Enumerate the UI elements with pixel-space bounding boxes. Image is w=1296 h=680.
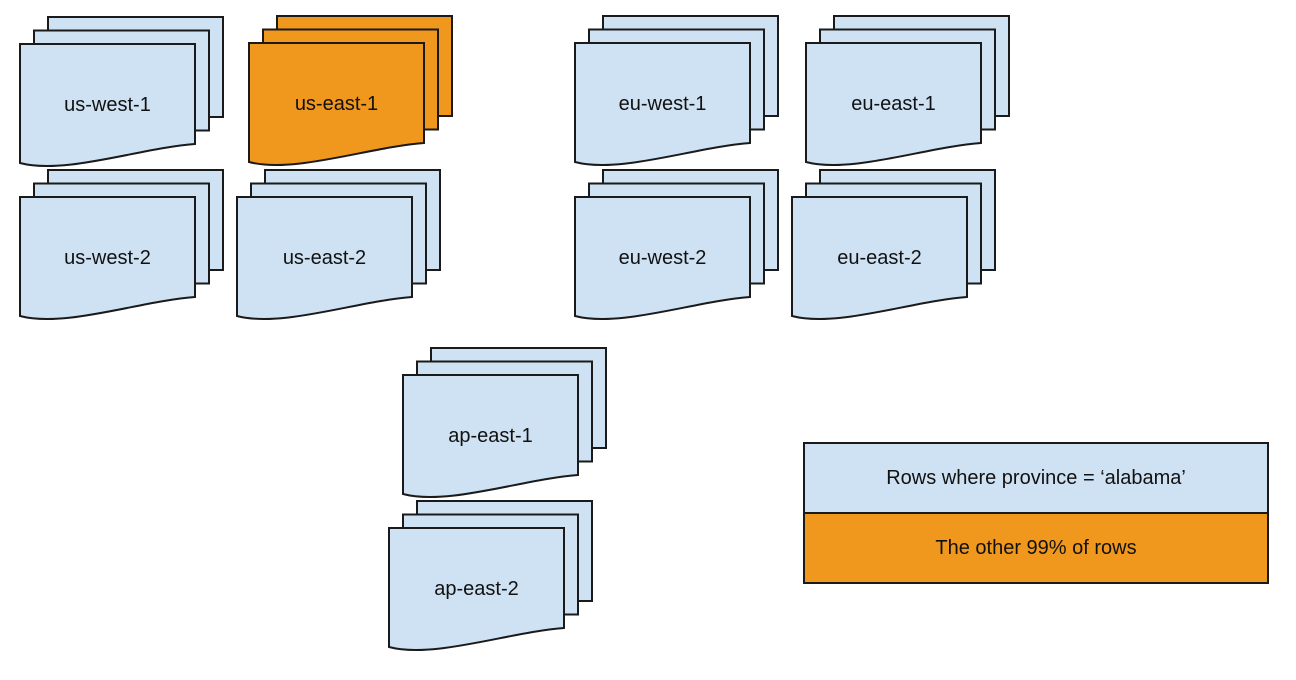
stack-front-document [805,42,982,166]
stack-front-document [388,527,565,651]
region-stack-eu-west-1: eu-west-1 [573,15,781,169]
document-stack-graphic: eu-east-2 [791,169,996,320]
document-stack-graphic: ap-east-1 [402,347,607,498]
region-label: us-east-1 [295,93,378,115]
stack-front-document [791,196,968,320]
region-label: us-east-2 [283,247,366,269]
region-stack-us-west-1: us-west-1 [18,16,226,170]
legend-item-other-rows: The other 99% of rows [805,512,1267,582]
region-stack-us-east-2: us-east-2 [235,169,443,323]
legend-item-label: Rows where province = ‘alabama’ [886,466,1186,489]
document-stack-graphic: us-west-1 [19,16,224,167]
legend-item-alabama-rows: Rows where province = ‘alabama’ [805,444,1267,512]
legend-item-label: The other 99% of rows [935,536,1137,559]
region-label: us-west-1 [64,94,151,116]
region-stack-us-east-1: us-east-1 [247,15,455,169]
stack-front-document [248,42,425,166]
region-stack-ap-east-1: ap-east-1 [401,347,609,501]
legend: Rows where province = ‘alabama’ The othe… [803,442,1269,584]
document-stack-graphic: ap-east-2 [388,500,593,651]
region-stack-eu-east-2: eu-east-2 [790,169,998,323]
region-label: ap-east-2 [434,578,519,600]
document-stack-graphic: eu-east-1 [805,15,1010,166]
stack-front-document [574,42,751,166]
region-stack-eu-east-1: eu-east-1 [804,15,1012,169]
document-stack-graphic: eu-west-2 [574,169,779,320]
document-stack-graphic: us-east-2 [236,169,441,320]
region-stack-eu-west-2: eu-west-2 [573,169,781,323]
region-label: eu-east-1 [851,93,936,115]
region-stack-us-west-2: us-west-2 [18,169,226,323]
stack-front-document [574,196,751,320]
document-stack-graphic: us-east-1 [248,15,453,166]
region-stack-ap-east-2: ap-east-2 [387,500,595,654]
document-stack-graphic: us-west-2 [19,169,224,320]
stack-front-document [402,374,579,498]
document-stack-graphic: eu-west-1 [574,15,779,166]
stack-front-document [19,196,196,320]
region-label: eu-west-2 [619,247,707,269]
region-label: ap-east-1 [448,425,533,447]
stack-front-document [19,43,196,167]
stack-front-document [236,196,413,320]
region-label: eu-east-2 [837,247,922,269]
region-label: us-west-2 [64,247,151,269]
region-label: eu-west-1 [619,93,707,115]
